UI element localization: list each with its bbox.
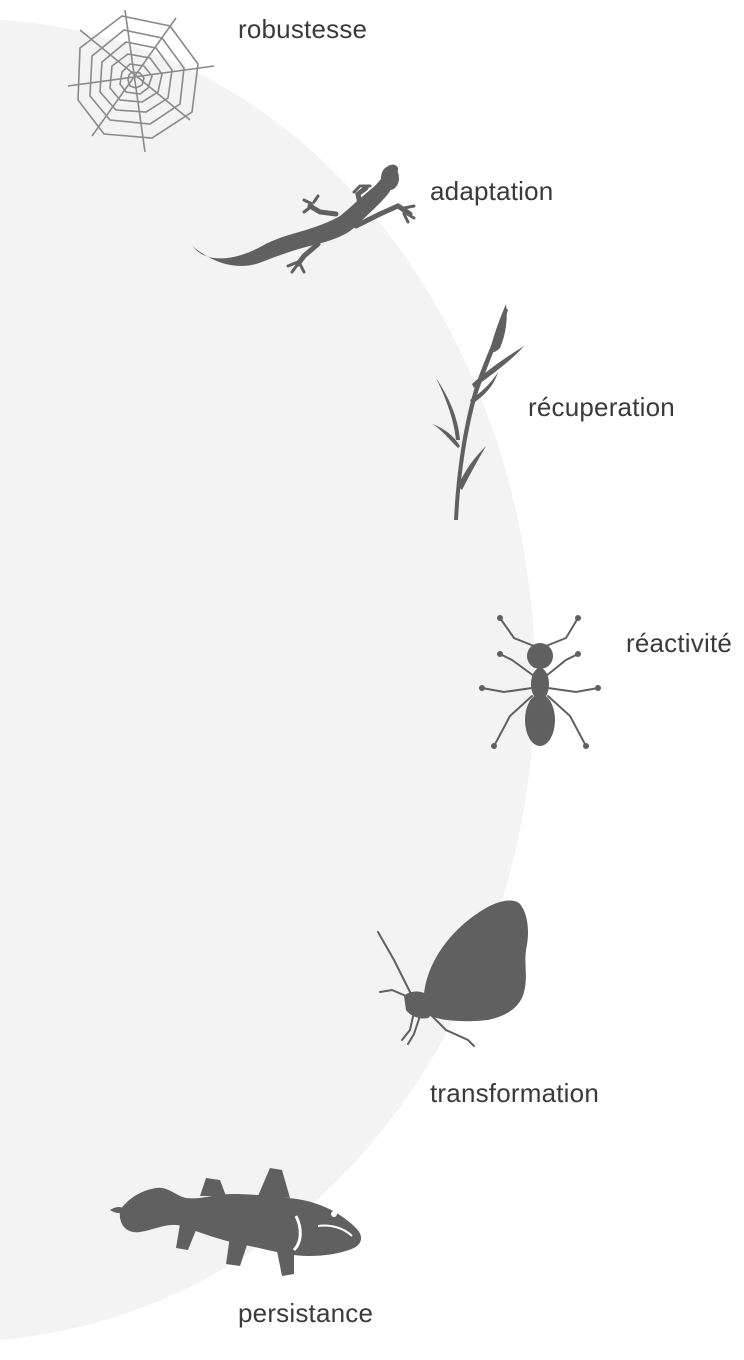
background-arc (0, 20, 535, 1340)
label-adaptation: adaptation (430, 176, 553, 207)
label-transformation: transformation (430, 1078, 599, 1109)
label-robustesse: robustesse (238, 14, 367, 45)
label-reactivite: réactivité (626, 628, 732, 659)
label-persistance: persistance (238, 1298, 373, 1329)
label-recuperation: récuperation (528, 392, 675, 423)
